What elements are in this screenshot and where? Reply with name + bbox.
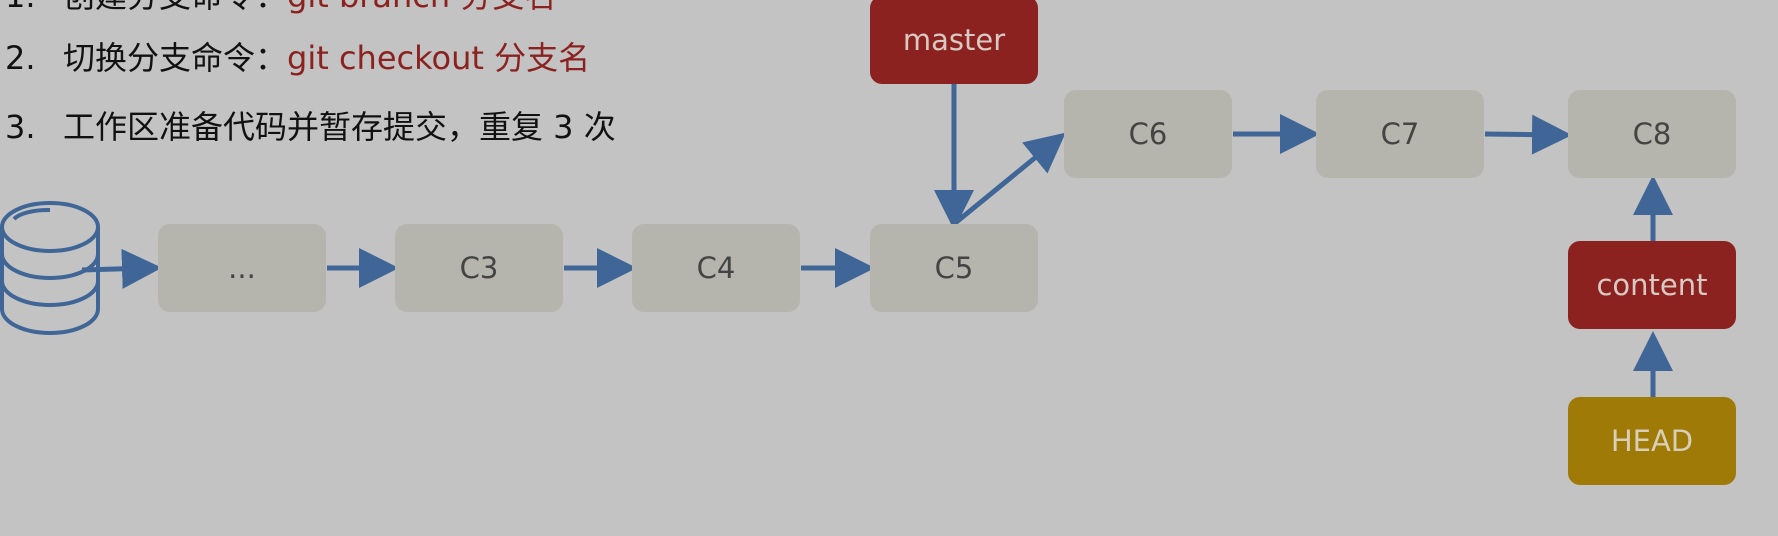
step-2: 2. 切换分支命令：git checkout 分支名 (5, 38, 590, 78)
arrow-db-to-ellipsis (81, 248, 162, 289)
step-1-command: git branch 分支名 (287, 0, 556, 15)
commit-ellipsis: ... (158, 224, 326, 312)
head-pointer: HEAD (1568, 397, 1736, 485)
step-2-number: 2. (5, 39, 36, 77)
step-1: 1.创建分支命令：git branch 分支名 (5, 0, 556, 16)
arrow-c5-to-c6 (952, 132, 1066, 226)
commit-c5: C5 (870, 224, 1038, 312)
commit-c3: C3 (395, 224, 563, 312)
steps-list: 1.创建分支命令：git branch 分支名 2. 切换分支命令：git che… (0, 0, 720, 160)
branch-content: content (1568, 241, 1736, 329)
step-3-number: 3. (5, 108, 36, 146)
database-icon (0, 201, 100, 335)
commit-c7: C7 (1316, 90, 1484, 178)
commit-c4: C4 (632, 224, 800, 312)
branch-master: master (870, 0, 1038, 84)
step-1-text: 创建分支命令： (63, 0, 287, 15)
commit-c6: C6 (1064, 90, 1232, 178)
step-3: 3. 工作区准备代码并暂存提交，重复 3 次 (5, 107, 616, 147)
step-2-text: 切换分支命令： (63, 39, 288, 77)
step-1-number: 1. (5, 0, 63, 16)
commit-c8: C8 (1568, 90, 1736, 178)
arrow-c7-to-c8 (1484, 114, 1572, 155)
step-2-command: git checkout 分支名 (287, 39, 591, 77)
step-3-text: 工作区准备代码并暂存提交，重复 3 次 (63, 108, 616, 146)
